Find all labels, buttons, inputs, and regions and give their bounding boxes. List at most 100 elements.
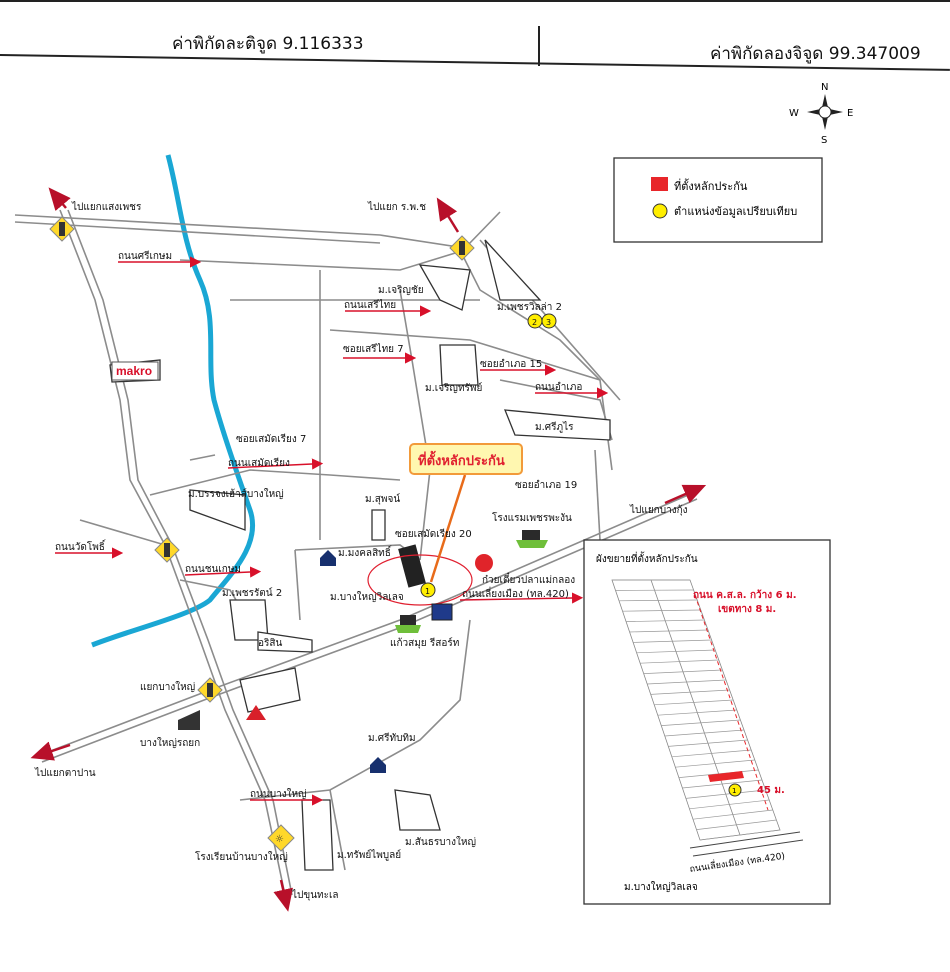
compass-e: E [847,108,853,119]
place-noodle: ก๋วยเตี๋ยวปลาแม่กลอง [482,572,575,586]
place-phet-rat: ม.เพชรรัตน์ 2 [222,587,282,599]
inset-row-line [689,799,770,810]
inset-row-line [643,669,723,674]
inset-compare-marker [728,783,742,797]
road-amphoe: ถนนอำเภอ [535,382,582,393]
inset-row-line [657,709,737,716]
dest-bangkung: ไปแยกบางกุ้ง [629,504,688,516]
inset-row-line [636,649,716,654]
inset-row-line [696,819,777,830]
inset-row-line [619,599,698,602]
latitude-label: ค่าพิกัดละติจูด 9.116333 [172,34,364,54]
inset-mark: 1 [732,787,736,795]
inset-row-line [685,789,766,799]
inset-row-line [699,829,781,841]
place-suphon: ม.สุพจน์ [365,493,400,505]
inset-village: ม.บางใหญ่วิลเลจ [624,881,698,893]
place-school: โรงเรียนบ้านบางใหญ่ [195,850,288,863]
road-chon-kasem: ถนนชนเกษม [185,564,241,575]
legend-compare-label: ตำแหน่งข้อมูลเปรียบเทียบ [674,205,797,218]
road-seri-thai: ถนนเสรีไทย [344,299,396,311]
road-soi-amphoe-15: ซอยอำเภอ 15 [480,359,542,370]
inset-row-line [626,619,705,622]
inset-depth: 45 ม. [757,785,785,796]
road-soi-samet-7: ซอยเสมัดเรียง 7 [236,433,306,445]
compass-s: S [821,135,827,146]
compass-n: N [821,82,828,93]
place-bang-yai-rot: บางใหญ่รถยก [140,737,200,749]
poi-icons [178,530,548,773]
makro-logo [111,361,159,381]
inset-boundary-line [694,594,769,811]
inset-row-line [692,809,773,820]
road-mueang: ถนนเลี่ยงเมือง (ทล.420) [462,586,569,600]
inset-row-line [640,659,719,664]
place-mongkhon: ม.มงคลสิทธิ์ [338,545,392,559]
dest-sangphet: ไปแยกแสงเพชร [71,201,142,213]
header-divider [538,26,540,66]
callout-label: ที่ตั้งหลักประกัน [418,450,505,469]
place-kaew-samui: แก้วสมุย รีสอร์ท [390,637,459,649]
road-sri-kasem: ถนนศรีเกษม [118,250,172,262]
road-soi-seri-thai-7: ซอยเสรีไทย 7 [343,343,404,355]
compass-rose: N S E W [789,82,853,146]
inset-row-line [675,759,755,768]
legend-box: ที่ตั้งหลักประกัน ตำแหน่งข้อมูลเปรียบเที… [613,157,823,243]
subject-parcel[interactable] [398,544,426,588]
header-top-rule [0,0,950,2]
inset-plan: ผังขยายที่ตั้งหลักประกัน 1 ถนน ค.ส.ล. กว… [583,539,831,905]
place-charoen-chai: ม.เจริญชัย [378,285,424,296]
dest-taptapan: ไปแยกตาปาน [34,767,96,779]
place-sri-thapthim: ม.ศรีทับทิม [368,732,416,744]
coordinate-header: ค่าพิกัดละติจูด 9.116333 ค่าพิกัดลองจิจู… [0,0,950,78]
inset-row-line [647,679,727,685]
inset-parcel-rows [612,579,781,841]
road-bang-yai: ถนนบางใหญ่ [250,788,307,800]
inset-row-line [661,719,741,726]
road-soi-amphoe-19: ซอยอำเภอ 19 [515,480,577,491]
compare-marker-2-3: 2 3 [527,313,557,329]
legend-compare-swatch [652,203,668,219]
inset-row-line [629,629,709,633]
makro-label: makro [116,364,152,378]
legend-site-label: ที่ตั้งหลักประกัน [674,178,748,193]
inset-row-line [682,779,763,789]
inset-row-line [633,639,712,643]
road-flag-markers [55,256,609,806]
dest-khunthale: ไปขุนทะเล [291,889,339,901]
inset-title: ผังขยายที่ตั้งหลักประกัน [596,551,698,565]
compass-w: W [789,108,799,119]
inset-row-line [668,739,748,747]
place-santhon: ม.สันธรบางใหญ่ [405,836,476,848]
svg-text:2: 2 [532,318,537,327]
map-labels: ไปแยกแสงเพชร ไปแยก ร.พ.ช ไปแยกบางกุ้ง ไป… [34,201,688,901]
inset-row-line [664,729,745,737]
svg-text:☼: ☼ [275,834,284,845]
svg-text:1: 1 [425,587,430,596]
place-bang-yai-villa: ม.บางใหญ่วิลเลจ [330,591,404,603]
direction-arrows [30,187,707,912]
inset-setback: เขตทาง 8 ม. [718,604,776,615]
site-callout: ที่ตั้งหลักประกัน [409,443,523,583]
place-sap-phaibun: ม.ทรัพย์ไพบูลย์ [337,849,401,861]
inset-row-line [622,609,701,612]
inset-road-width: ถนน ค.ส.ล. กว้าง 6 ม. [693,589,797,601]
traffic-light-icons: ☼ [49,216,475,852]
road-samet: ถนนเสมัดเรียง [228,457,290,469]
compare-marker-1: 1 [420,582,436,598]
inset-bottom-road [689,831,804,857]
legend-site-swatch [651,177,668,191]
road-soi-samet-20: ซอยเสมัดเรียง 20 [395,528,472,540]
place-intersection: แยกบางใหญ่ [140,681,195,693]
dest-hospital: ไปแยก ร.พ.ช [367,201,426,213]
place-banchong: ม.บรรจงเฮ้าส์บางใหญ่ [188,488,284,500]
longitude-label: ค่าพิกัดลองจิจูด 99.347009 [710,44,921,64]
place-sri-thai: ม.ศรีภูไร [535,421,574,433]
inset-subject-lot [708,771,744,782]
svg-text:3: 3 [546,318,551,327]
road-wat-pho: ถนนวัดโพธิ์ [55,539,106,553]
inset-row-line [671,749,752,758]
place-charoen-sap: ม.เจริญทรัพย์ [425,382,482,394]
road-network [14,209,698,896]
